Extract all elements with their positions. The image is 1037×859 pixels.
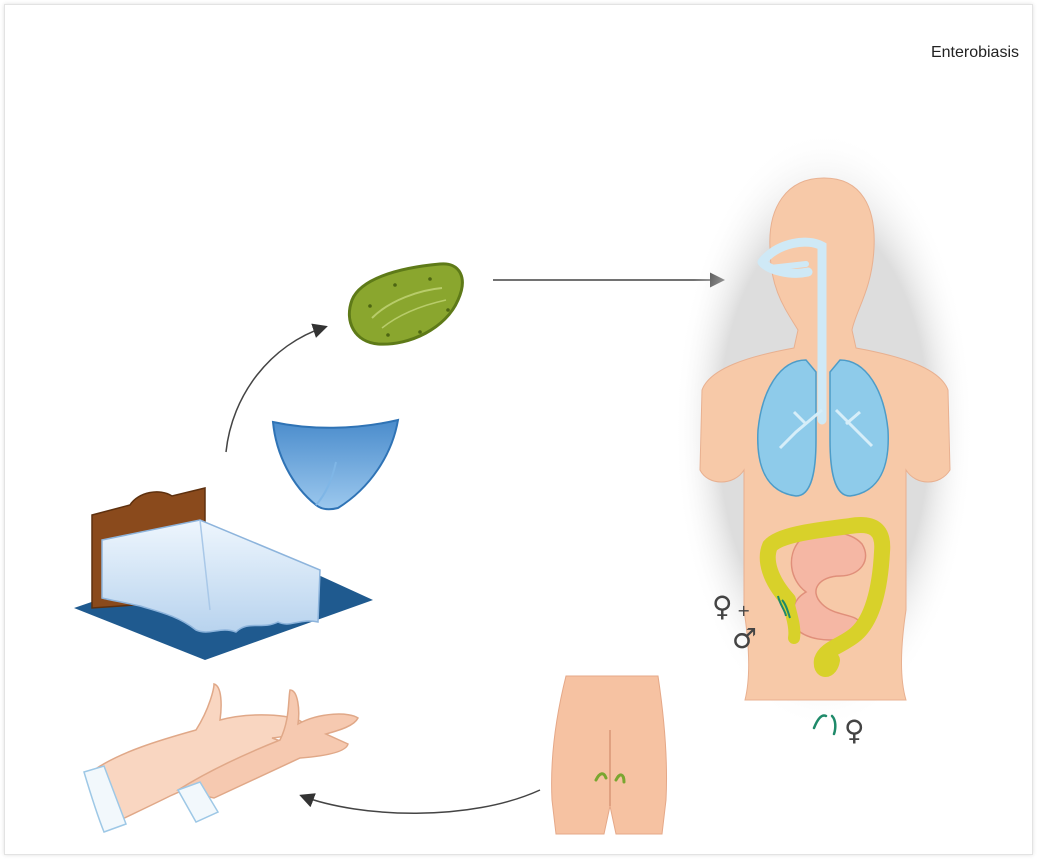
perianal-region — [552, 676, 667, 834]
female-symbol-2: ♀ — [844, 714, 865, 747]
bed — [74, 488, 373, 660]
human-body — [674, 130, 974, 730]
pinworm-egg — [349, 264, 462, 344]
male-symbol: ♂ — [732, 622, 757, 655]
female-symbol-1: ♀ — [712, 590, 733, 623]
underwear — [273, 420, 398, 509]
plus-symbol: + — [737, 601, 750, 620]
hands — [84, 684, 358, 832]
arrow-perianal-to-hands — [302, 790, 540, 813]
